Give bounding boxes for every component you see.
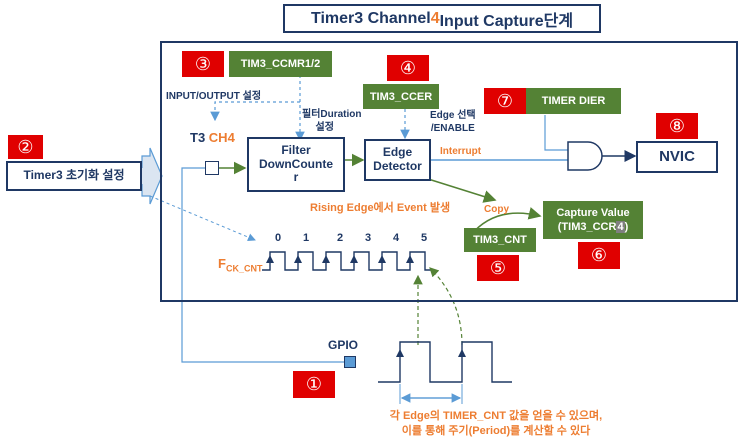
count-3: 3 — [365, 232, 372, 244]
t3-label: T3 — [190, 130, 206, 145]
filter-setting-line1: 필터Duration — [302, 109, 362, 120]
edge-line2: Detector — [373, 159, 422, 173]
period-note: 각 Edge의 TIMER_CNT 값을 얻을 수 있으며, 이를 통해 주기(… — [376, 409, 616, 439]
capture-value-line2: (TIM3_CCR4) — [558, 220, 628, 234]
timer-init-box: Timer3 초기화 설정 — [6, 161, 142, 191]
edge-select-line1: Edge 선택 — [430, 110, 476, 121]
copy-label: Copy — [484, 204, 509, 215]
hollow-arrow — [141, 147, 163, 205]
input-waveform — [378, 341, 512, 383]
capture-value-end: ) — [624, 221, 629, 233]
filter-block: Filter DownCounte r — [247, 137, 345, 192]
dier-register: TIMER DIER — [526, 88, 621, 114]
edge-select-label: Edge 선택 /ENABLE — [430, 110, 476, 135]
clock-waveform — [262, 251, 432, 271]
ch4-input-pin — [205, 161, 219, 175]
ch4-label: CH4 — [208, 130, 235, 145]
filter-line2: DownCounte — [259, 156, 333, 171]
capture-value-reg: (TIM3_CCR — [557, 221, 617, 233]
gpio-pin — [344, 356, 356, 368]
timer-frame — [160, 41, 738, 302]
filter-line3: r — [293, 170, 299, 185]
step-8-badge: ⑧ — [656, 113, 698, 139]
page-title: Timer3 Channel 4 Input Capture단계 — [283, 4, 601, 33]
title-suffix: Input Capture단계 — [439, 12, 574, 30]
count-4: 4 — [393, 232, 400, 244]
filter-setting-line2: 설정 — [315, 121, 334, 133]
capture-value-ch: 4 — [616, 221, 625, 233]
period-note-line1: 각 Edge의 TIMER_CNT 값을 얻을 수 있으며, — [389, 410, 603, 422]
rising-edge-label: Rising Edge에서 Event 발생 — [310, 202, 451, 214]
fck-label: F — [218, 256, 226, 271]
step-7-badge: ⑦ — [484, 88, 526, 114]
fck-cnt-label: FCK_CNT — [218, 256, 262, 274]
edge-detector-block: Edge Detector — [364, 139, 431, 181]
step-3-badge: ③ — [182, 51, 224, 77]
interrupt-label: Interrupt — [440, 146, 482, 157]
step-5-badge: ⑤ — [477, 255, 519, 281]
fck-sub-label: CK_CNT — [225, 263, 263, 274]
step-2-badge: ② — [8, 135, 43, 159]
count-2: 2 — [337, 232, 344, 244]
nvic-block: NVIC — [636, 141, 718, 173]
ccmr-register: TIM3_CCMR1/2 — [229, 51, 332, 77]
step-1-badge: ① — [293, 371, 335, 398]
count-1: 1 — [303, 232, 310, 244]
period-note-line2: 이를 통해 주기(Period)를 계산할 수 있다 — [401, 424, 591, 437]
t3-ch4-label: T3 CH4 — [190, 130, 235, 145]
count-0: 0 — [275, 232, 282, 244]
filter-setting-label: 필터Duration 설정 — [302, 109, 362, 134]
edge-line1: Edge — [382, 145, 413, 160]
cnt-register: TIM3_CNT — [464, 228, 536, 252]
ccer-register: TIM3_CCER — [363, 84, 439, 109]
filter-line1: Filter — [281, 142, 311, 157]
and-gate — [567, 141, 603, 171]
step-4-badge: ④ — [387, 55, 429, 81]
title-channel: 4 — [430, 9, 440, 27]
capture-value-line1: Capture Value — [556, 206, 630, 219]
step-6-badge: ⑥ — [578, 242, 620, 269]
title-prefix: Timer3 Channel — [310, 9, 431, 27]
capture-value-register: Capture Value (TIM3_CCR4) — [543, 201, 643, 239]
count-5: 5 — [421, 232, 428, 244]
gpio-label: GPIO — [328, 338, 359, 352]
io-setting-label: INPUT/OUTPUT 설정 — [166, 91, 262, 102]
edge-select-line2: /ENABLE — [430, 122, 475, 134]
